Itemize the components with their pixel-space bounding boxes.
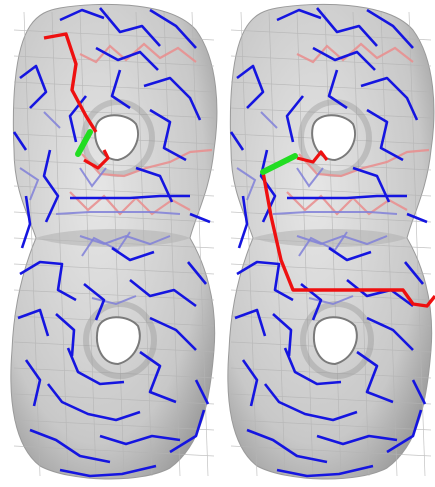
right-genus2-surface (217, 0, 435, 487)
right-panel (217, 0, 435, 487)
left-genus2-surface (0, 0, 218, 487)
left-panel (0, 0, 218, 487)
